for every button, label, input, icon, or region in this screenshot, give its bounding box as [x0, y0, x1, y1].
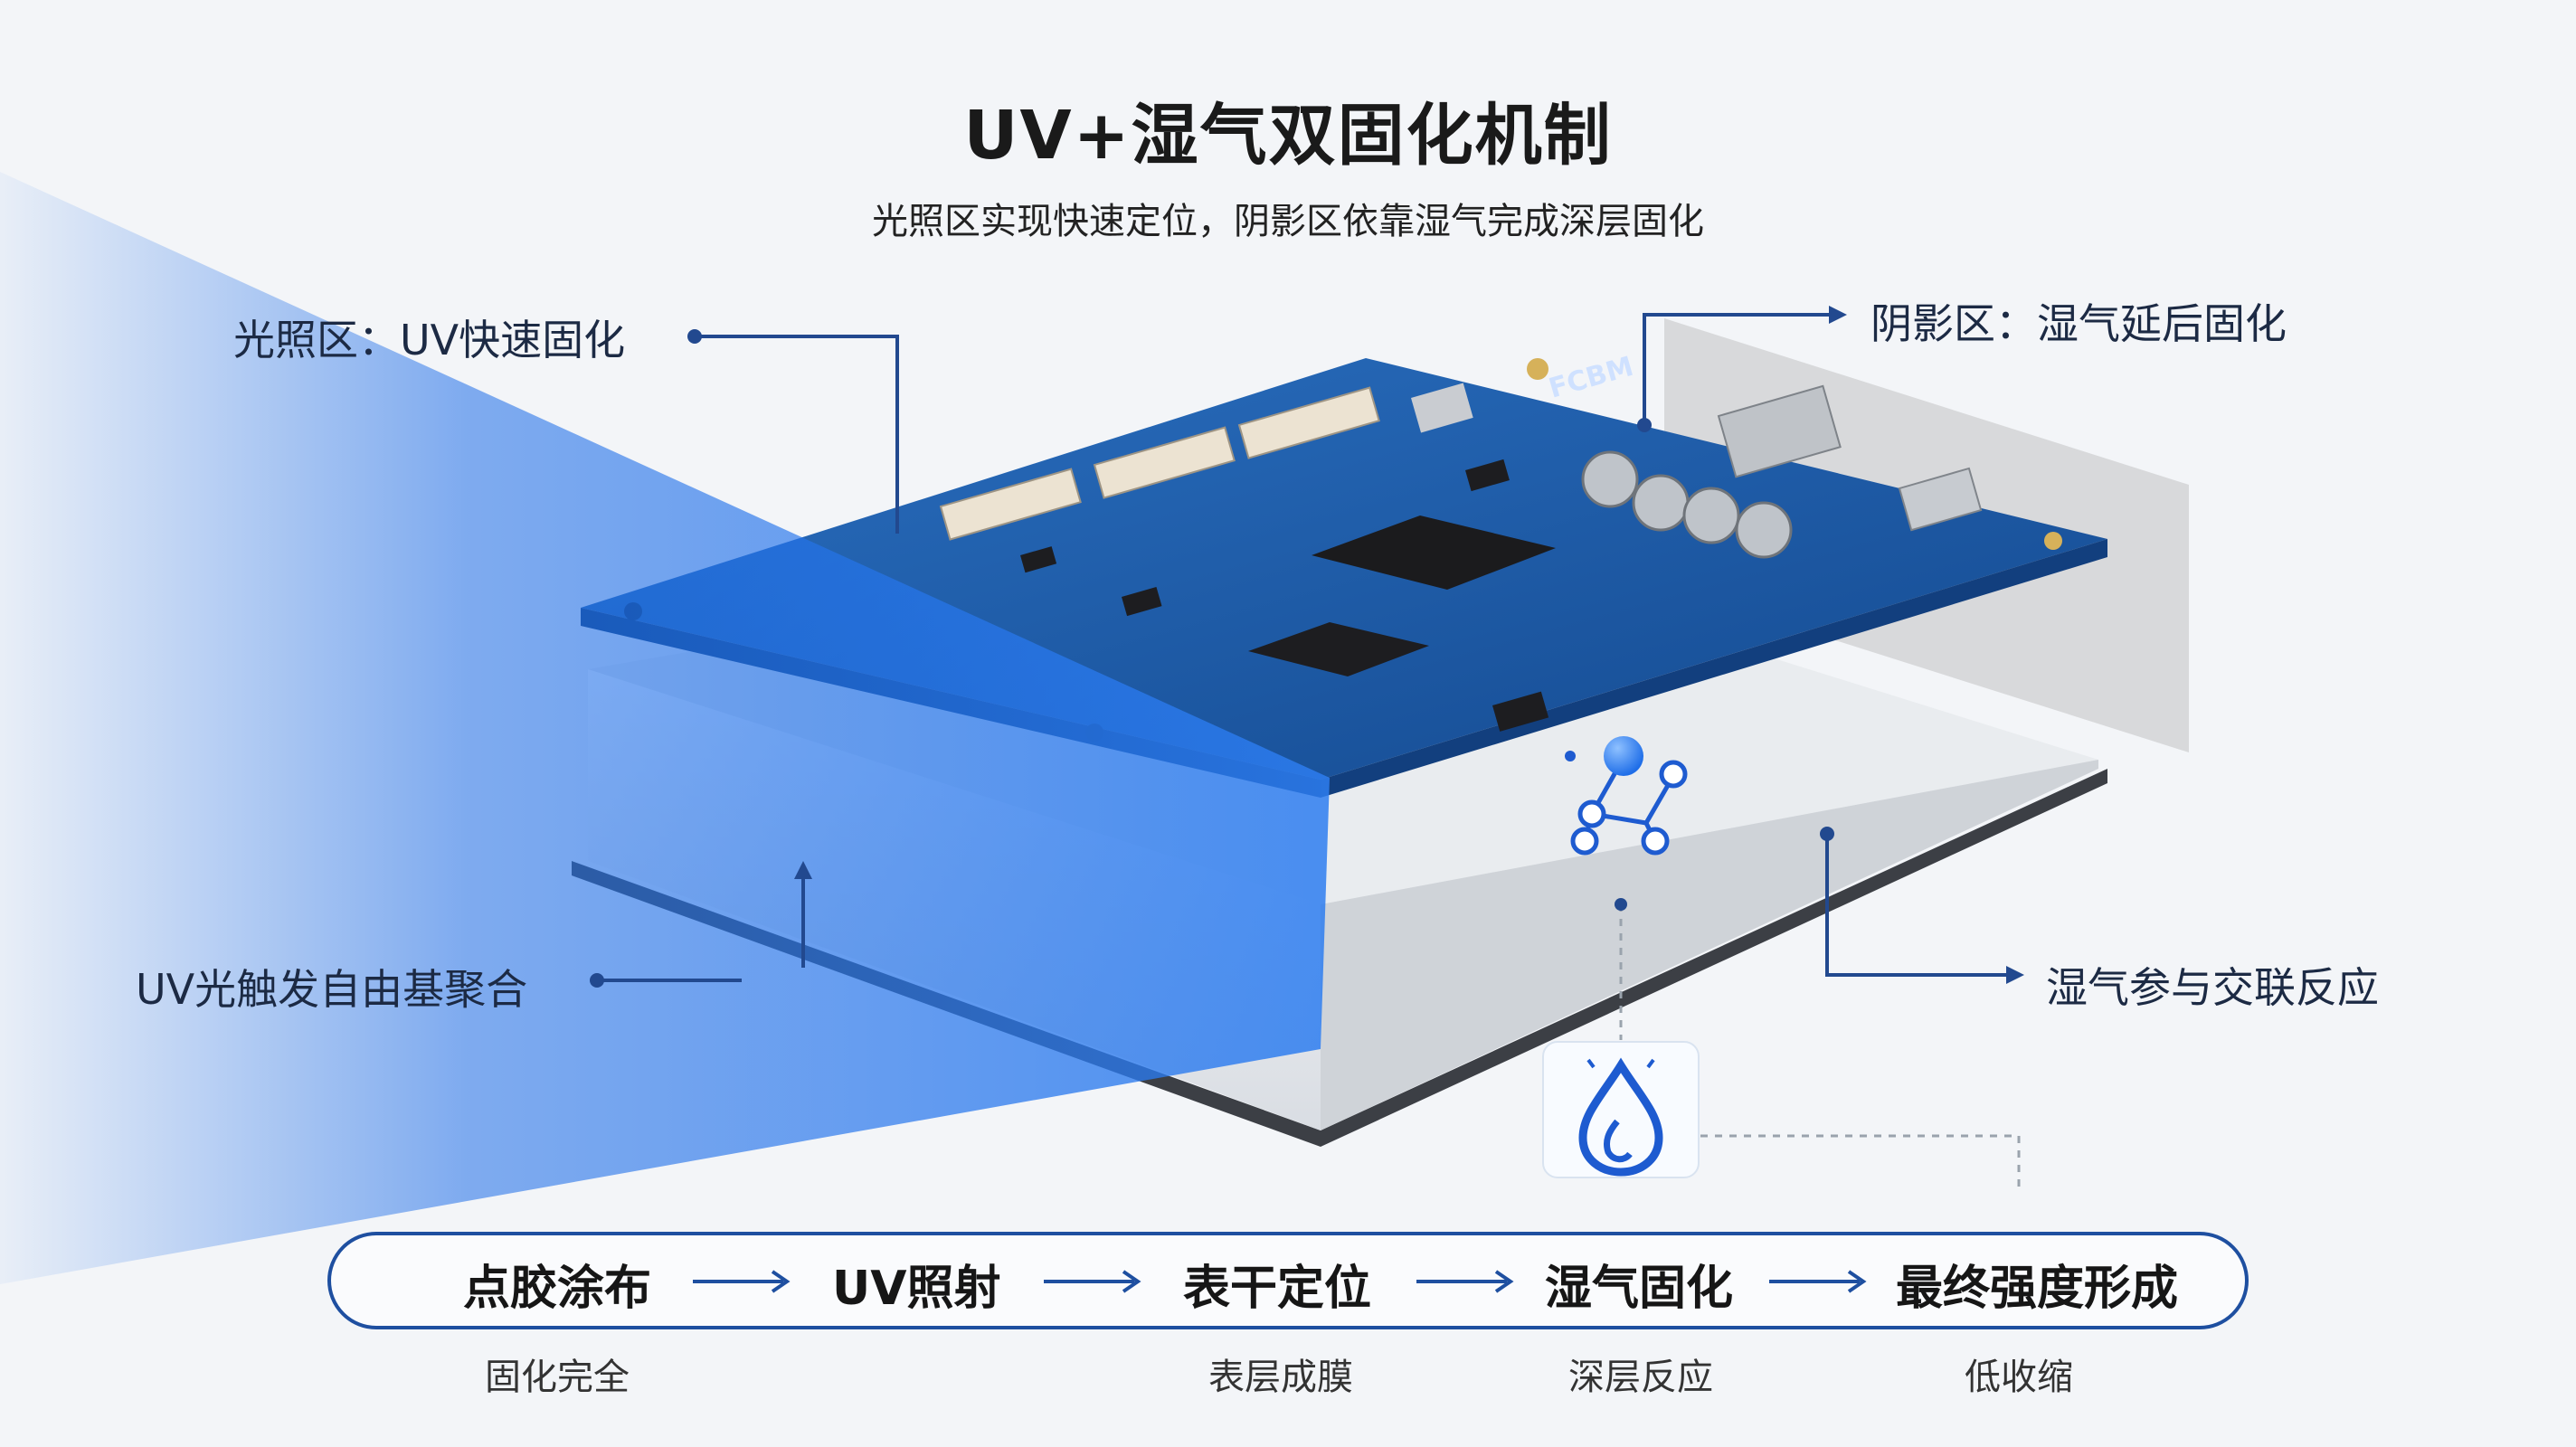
- flow-step-5: 最终强度形成: [1896, 1262, 2179, 1316]
- uv-light-beam: [0, 172, 1330, 1284]
- water-drop-icon: [1542, 1041, 1700, 1178]
- substrate-right-face: [1321, 760, 2098, 1130]
- flow-step-3: 表干定位: [1183, 1262, 1372, 1316]
- page-subtitle: 光照区实现快速定位，阴影区依靠湿气完成深层固化: [872, 201, 1704, 242]
- molecule-icon: [1565, 736, 1688, 856]
- flow-step-4: 湿气固化: [1545, 1262, 1734, 1316]
- arrow-right-icon: [1416, 1270, 1514, 1293]
- callout-light-zone: 光照区：UV快速固化: [233, 316, 626, 364]
- flow-note-1: 固化完全: [485, 1357, 630, 1398]
- pcb-label: FCBM: [1546, 351, 1637, 405]
- flow-step-1: 点胶涂布: [463, 1262, 652, 1316]
- page-title: UV+湿气双固化机制: [963, 97, 1613, 175]
- main-chip: [1312, 515, 1556, 590]
- flow-note-2: 表层成膜: [1208, 1357, 1353, 1398]
- arrow-right-icon: [1044, 1270, 1141, 1293]
- flow-note-3: 深层反应: [1568, 1357, 1713, 1398]
- flow-step-2: UV照射: [832, 1262, 1001, 1316]
- arrow-right-icon: [693, 1270, 791, 1293]
- secondary-chip: [1248, 622, 1429, 676]
- arrow-right-icon: [1769, 1270, 1867, 1293]
- callout-moisture-reaction: 湿气参与交联反应: [2046, 963, 2379, 1012]
- callout-uv-trigger: UV光触发自由基聚合: [136, 965, 528, 1014]
- callout-shadow-zone: 阴影区：湿气延后固化: [1870, 299, 2287, 348]
- flow-note-4: 低收缩: [1965, 1357, 2073, 1398]
- process-flow-bar: [327, 1232, 2249, 1329]
